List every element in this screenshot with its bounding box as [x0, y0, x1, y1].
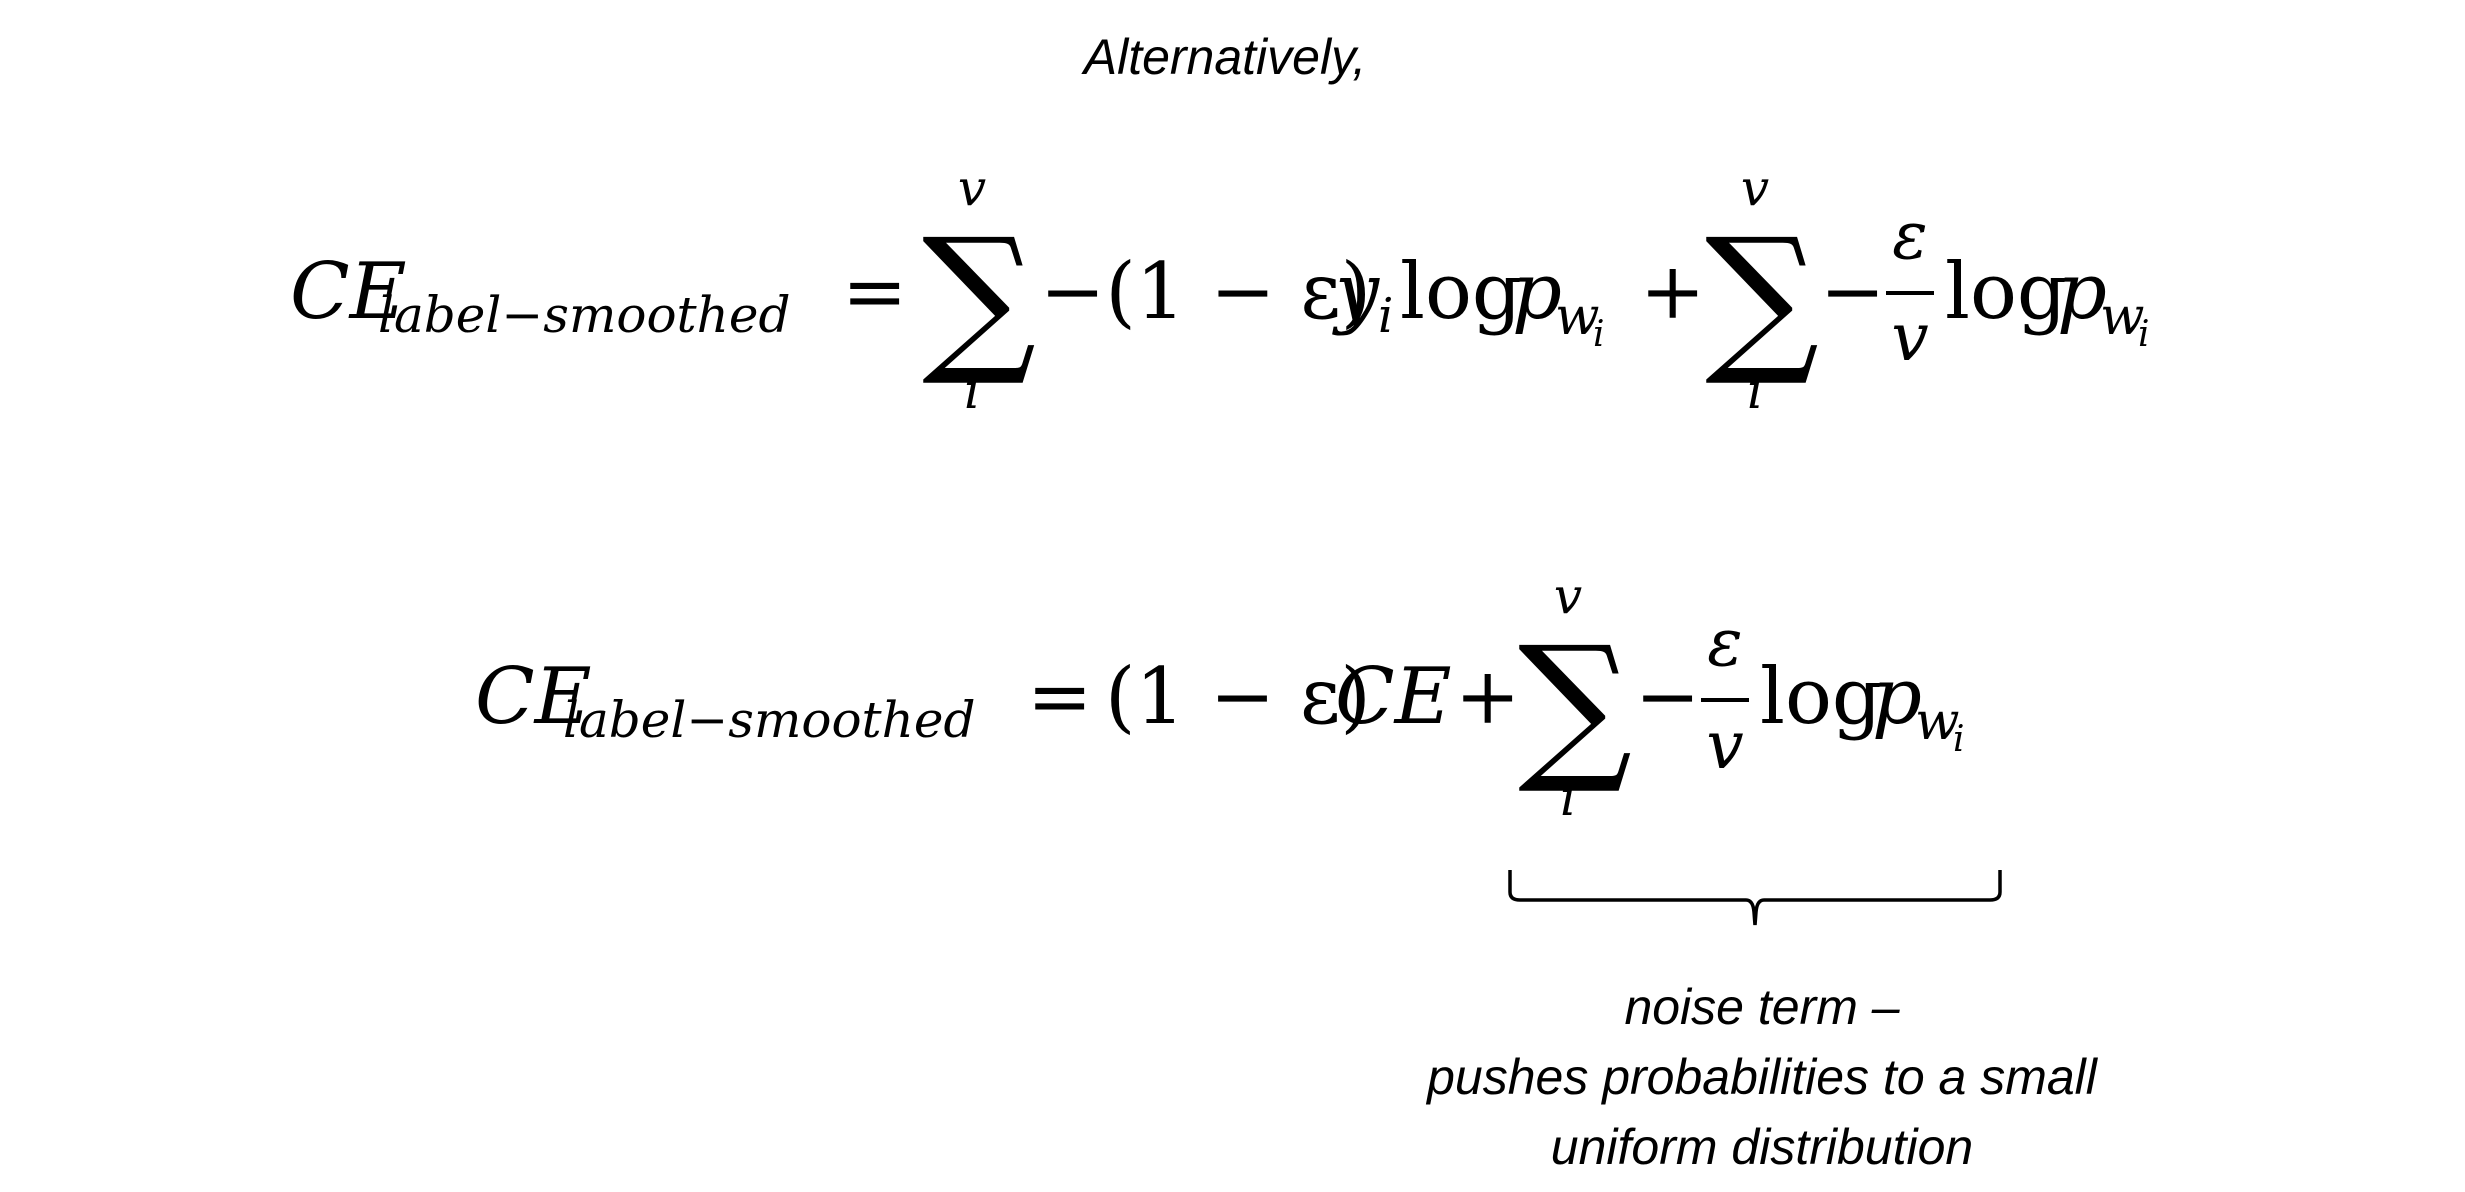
annotation-line-2: pushes probabilities to a small [1427, 1049, 2097, 1105]
eq2-sum-symbol: ∑ [1518, 611, 1632, 798]
eq1-frac-denominator: v [1891, 299, 1928, 376]
underbrace [1508, 870, 2002, 926]
eq2-sum-lower: i [1560, 769, 1576, 827]
eq1-lhs-subscript: label−smoothed [378, 286, 790, 344]
eq1-plus: + [1640, 247, 1705, 337]
equation-2: CE label−smoothed = (1 − ε) CE + ∑ v i −… [475, 567, 1965, 827]
eq2-term2-p-subsub: i [1953, 719, 1965, 760]
eq1-sum1-upper: v [958, 159, 986, 217]
eq1-term1-y-sub: i [1378, 288, 1393, 344]
eq1-sum1-lower: i [964, 362, 980, 420]
eq1-term1-log: log [1400, 247, 1522, 337]
eq2-term1: (1 − ε) [1105, 652, 1371, 742]
eq1-equals: = [842, 247, 907, 337]
eq1-term1-p-sub: w [1555, 287, 1600, 347]
eq1-term2-log: log [1945, 247, 2067, 337]
eq2-equals: = [1027, 652, 1092, 742]
eq1-sum2-upper: v [1741, 159, 1769, 217]
eq2-term2-p-sub: w [1915, 692, 1960, 752]
eq1-term1-p: p [1512, 247, 1562, 337]
eq2-lhs-main: CE [475, 652, 592, 742]
eq1-frac-numerator: ε [1892, 197, 1927, 274]
eq1-term1-prefix: −(1 − ε) [1040, 247, 1371, 337]
eq1-lhs-main: CE [290, 247, 407, 337]
eq1-term1-y: y [1332, 247, 1380, 337]
eq1-term2-minus: − [1820, 247, 1885, 337]
intro-text: Alternatively, [1083, 29, 1367, 85]
eq2-plus: + [1455, 652, 1520, 742]
eq2-term2-p: p [1872, 652, 1922, 742]
eq2-sum-upper: v [1554, 567, 1582, 625]
eq2-term2-minus: − [1635, 652, 1700, 742]
eq1-sum2-symbol: ∑ [1705, 203, 1819, 390]
annotation-line-1: noise term – [1624, 979, 1900, 1035]
eq1-sum2-lower: i [1747, 362, 1763, 420]
equation-1: CE label−smoothed = ∑ v i −(1 − ε) y i l… [290, 159, 2150, 420]
eq1-sum1-symbol: ∑ [922, 203, 1036, 390]
eq1-frac-bar [1886, 291, 1934, 295]
eq2-frac-bar [1701, 698, 1749, 702]
eq2-term2-log: log [1760, 652, 1882, 742]
eq1-term2-p: p [2057, 247, 2107, 337]
eq2-frac-numerator: ε [1707, 604, 1742, 681]
eq2-term1-ce: CE [1335, 652, 1452, 742]
noise-term-annotation: noise term – pushes probabilities to a s… [1427, 972, 2097, 1182]
eq2-lhs-subscript: label−smoothed [563, 691, 975, 749]
annotation-line-3: uniform distribution [1550, 1119, 1974, 1175]
eq2-frac-denominator: v [1706, 707, 1743, 784]
eq1-term2-p-sub: w [2100, 287, 2145, 347]
eq1-term1-p-subsub: i [1593, 314, 1605, 355]
eq1-term2-p-subsub: i [2138, 314, 2150, 355]
